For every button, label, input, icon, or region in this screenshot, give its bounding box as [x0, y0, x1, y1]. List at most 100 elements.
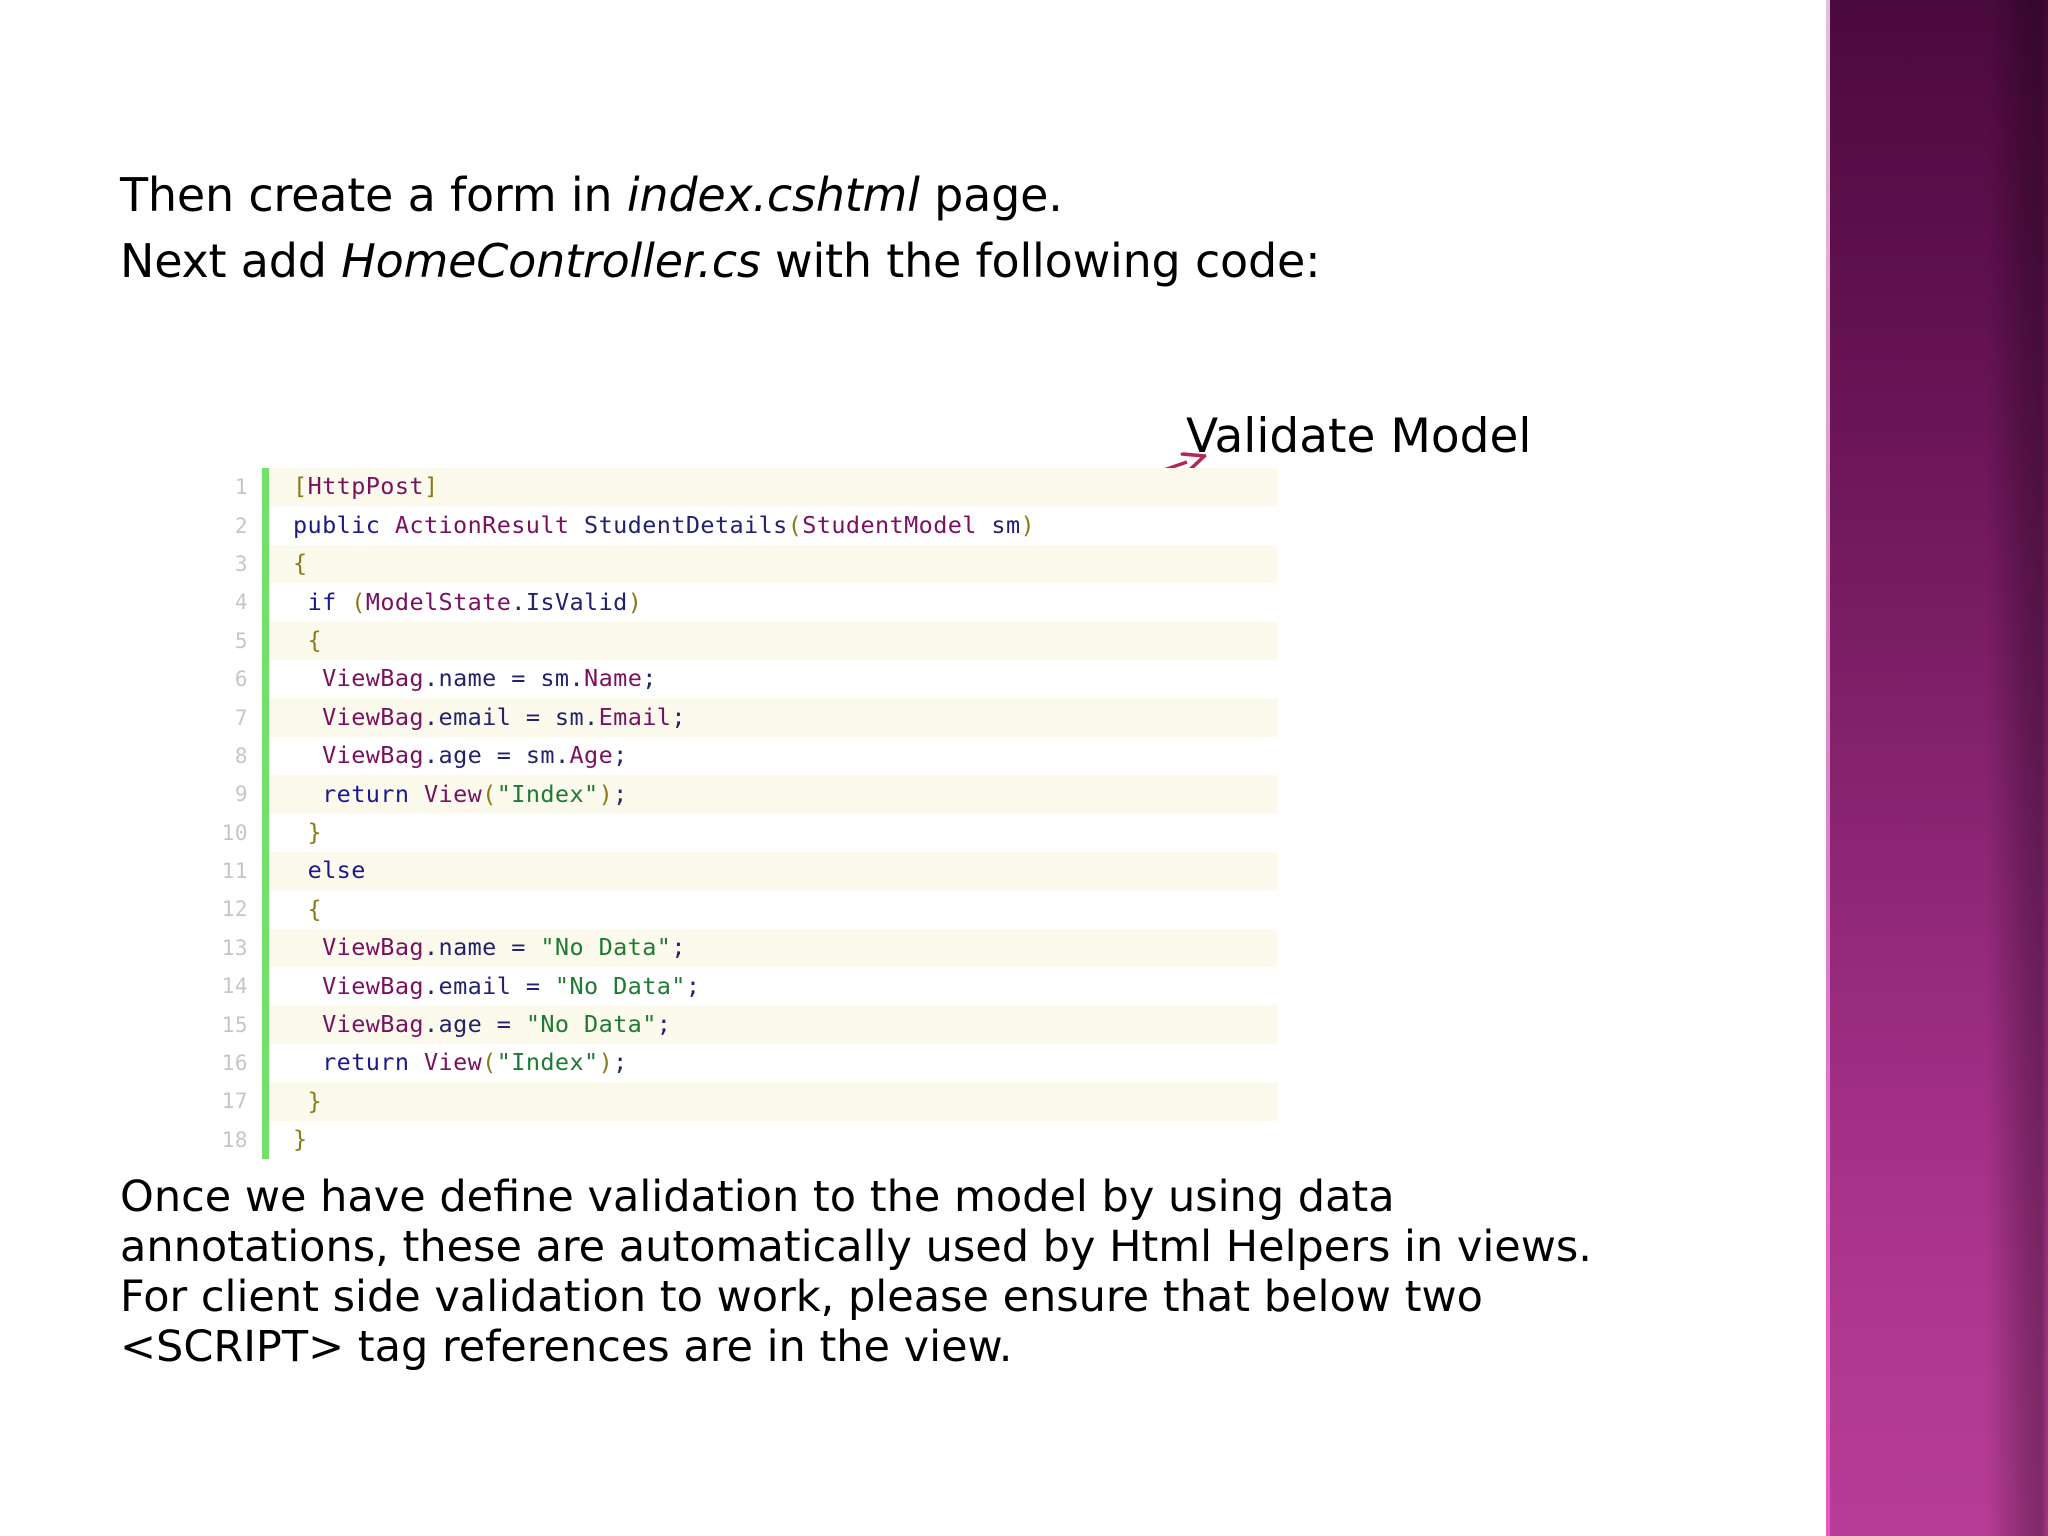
code-token-op: =: [511, 702, 555, 731]
code-line[interactable]: 1[HttpPost]: [196, 468, 1278, 507]
code-token-punct: ): [598, 779, 614, 808]
code-token-op: .: [423, 702, 439, 731]
code-line-number: 6: [196, 659, 262, 699]
code-line-content[interactable]: return View("Index");: [269, 1044, 1278, 1082]
code-token-id: sm: [540, 664, 570, 693]
code-token-op: ;: [642, 664, 657, 693]
code-line-number: 4: [196, 583, 262, 622]
code-token-punct: ): [627, 587, 643, 616]
code-line[interactable]: 9 return View("Index");: [196, 775, 1278, 814]
code-token-op: .: [423, 971, 439, 1000]
code-line[interactable]: 10 }: [196, 813, 1278, 852]
code-token-str: "Index": [496, 1048, 599, 1077]
code-token-plain: [293, 936, 322, 960]
code-token-type: ViewBag: [322, 741, 424, 770]
code-line[interactable]: 5 {: [196, 621, 1278, 660]
code-line-number: 2: [196, 506, 262, 545]
code-token-op: ;: [613, 1048, 628, 1077]
code-line-content[interactable]: if (ModelState.IsValid): [269, 583, 1278, 621]
code-line[interactable]: 12 {: [196, 890, 1278, 929]
code-line-content[interactable]: }: [269, 814, 1278, 852]
code-line-content[interactable]: {: [269, 545, 1278, 583]
code-token-type: HttpPost: [307, 472, 424, 501]
code-line[interactable]: 7 ViewBag.email = sm.Email;: [196, 698, 1278, 737]
code-line-content[interactable]: {: [269, 890, 1278, 928]
code-gutter-rule: [262, 736, 269, 776]
code-line[interactable]: 17 }: [196, 1082, 1278, 1121]
code-line-content[interactable]: {: [269, 622, 1278, 660]
code-gutter-rule: [262, 506, 269, 545]
code-line[interactable]: 14 ViewBag.email = "No Data";: [196, 967, 1278, 1006]
code-token-id: StudentDetails: [584, 510, 788, 539]
code-token-type: ViewBag: [322, 971, 424, 1000]
code-line[interactable]: 8 ViewBag.age = sm.Age;: [196, 736, 1278, 776]
code-token-plain: [293, 975, 322, 999]
body-paragraph-line: <SCRIPT> tag references are in the view.: [120, 1322, 1013, 1372]
code-token-op: .: [554, 741, 570, 770]
code-token-type: ViewBag: [322, 664, 424, 693]
code-line[interactable]: 3{: [196, 544, 1278, 584]
code-token-kw: else: [307, 856, 366, 885]
code-token-type: ActionResult: [394, 510, 570, 539]
code-token-id: sm: [991, 510, 1021, 539]
code-line-content[interactable]: }: [269, 1082, 1278, 1120]
code-gutter-rule: [262, 1043, 269, 1083]
code-line[interactable]: 16 return View("Index");: [196, 1043, 1278, 1083]
code-line-content[interactable]: ViewBag.email = "No Data";: [269, 967, 1278, 1005]
code-token-punct: [: [293, 472, 308, 501]
code-token-op: .: [423, 664, 439, 693]
lead-line-1-pre: Then create a form in: [120, 168, 627, 222]
code-token-op: .: [423, 933, 439, 962]
code-token-id: IsValid: [525, 587, 628, 616]
code-token-str: "No Data": [554, 971, 686, 1000]
code-token-op: .: [569, 664, 585, 693]
code-line[interactable]: 15 ViewBag.age = "No Data";: [196, 1005, 1278, 1044]
code-token-op: .: [423, 1009, 439, 1038]
code-line[interactable]: 6 ViewBag.name = sm.Name;: [196, 659, 1278, 699]
code-token-plain: [293, 744, 322, 768]
code-token-plain: [380, 514, 395, 538]
code-line-number: 14: [196, 967, 262, 1006]
code-line-content[interactable]: ViewBag.name = "No Data";: [269, 929, 1278, 967]
code-line-content[interactable]: public ActionResult StudentDetails(Stude…: [269, 506, 1278, 544]
code-line-number: 12: [196, 890, 262, 929]
code-line[interactable]: 4 if (ModelState.IsValid): [196, 583, 1278, 622]
code-line[interactable]: 13 ViewBag.name = "No Data";: [196, 928, 1278, 968]
code-token-type: ViewBag: [322, 933, 424, 962]
code-line-content[interactable]: ViewBag.age = "No Data";: [269, 1005, 1278, 1043]
code-token-op: .: [511, 587, 526, 616]
code-token-plain: [409, 1051, 424, 1075]
code-line-content[interactable]: ViewBag.name = sm.Name;: [269, 660, 1278, 698]
code-token-type: ViewBag: [322, 702, 424, 731]
code-line-content[interactable]: else: [269, 852, 1278, 890]
code-line-content[interactable]: ViewBag.email = sm.Email;: [269, 698, 1278, 736]
code-line-number: 11: [196, 851, 262, 891]
code-line-content[interactable]: return View("Index");: [269, 775, 1278, 813]
lead-line-2-emphasis: HomeController.cs: [341, 234, 761, 288]
code-token-type: Email: [598, 702, 672, 731]
code-token-punct: {: [293, 626, 323, 654]
code-gutter-rule: [262, 583, 269, 622]
code-token-str: "No Data": [540, 933, 672, 962]
code-line[interactable]: 18}: [196, 1120, 1278, 1160]
code-gutter-rule: [262, 928, 269, 968]
code-token-str: "No Data": [525, 1009, 657, 1038]
code-line-content[interactable]: }: [269, 1121, 1278, 1159]
code-token-type: View: [423, 779, 483, 808]
code-line[interactable]: 11 else: [196, 851, 1278, 891]
code-gutter-rule: [262, 468, 269, 507]
code-token-plain: [293, 706, 322, 730]
code-line-content[interactable]: ViewBag.age = sm.Age;: [269, 737, 1278, 775]
body-paragraph-line: For client side validation to work, plea…: [120, 1272, 1483, 1322]
code-line-number: 8: [196, 736, 262, 776]
code-token-type: ViewBag: [322, 1009, 424, 1038]
code-token-plain: [569, 514, 584, 538]
code-line-content[interactable]: [HttpPost]: [269, 468, 1278, 506]
code-token-op: ;: [613, 741, 628, 770]
code-token-op: =: [482, 741, 526, 770]
band-left-highlight-edge: [1826, 0, 1830, 1536]
code-token-plain: [293, 1013, 322, 1037]
